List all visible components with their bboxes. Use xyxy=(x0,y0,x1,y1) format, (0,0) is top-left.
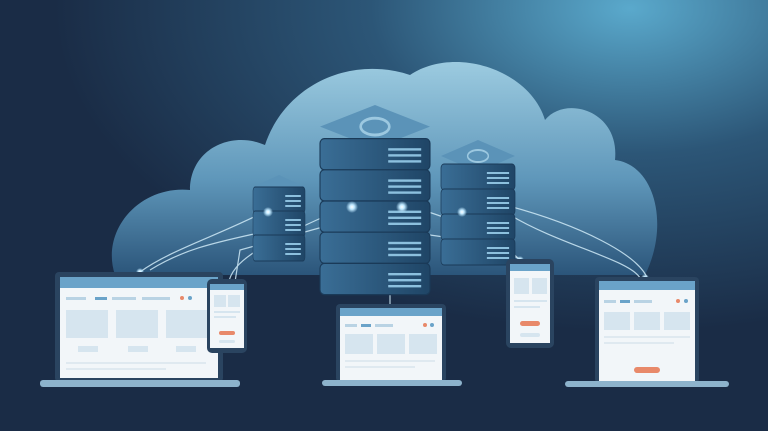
server-rack-icon xyxy=(252,175,306,262)
laptop-icon xyxy=(322,304,462,386)
smartphone-icon xyxy=(506,259,554,348)
server-rack-icon xyxy=(319,105,431,296)
laptop-icon xyxy=(40,272,240,387)
server-rack-icon xyxy=(440,140,516,266)
smartphone-icon xyxy=(207,279,247,353)
laptop-icon xyxy=(565,277,729,387)
